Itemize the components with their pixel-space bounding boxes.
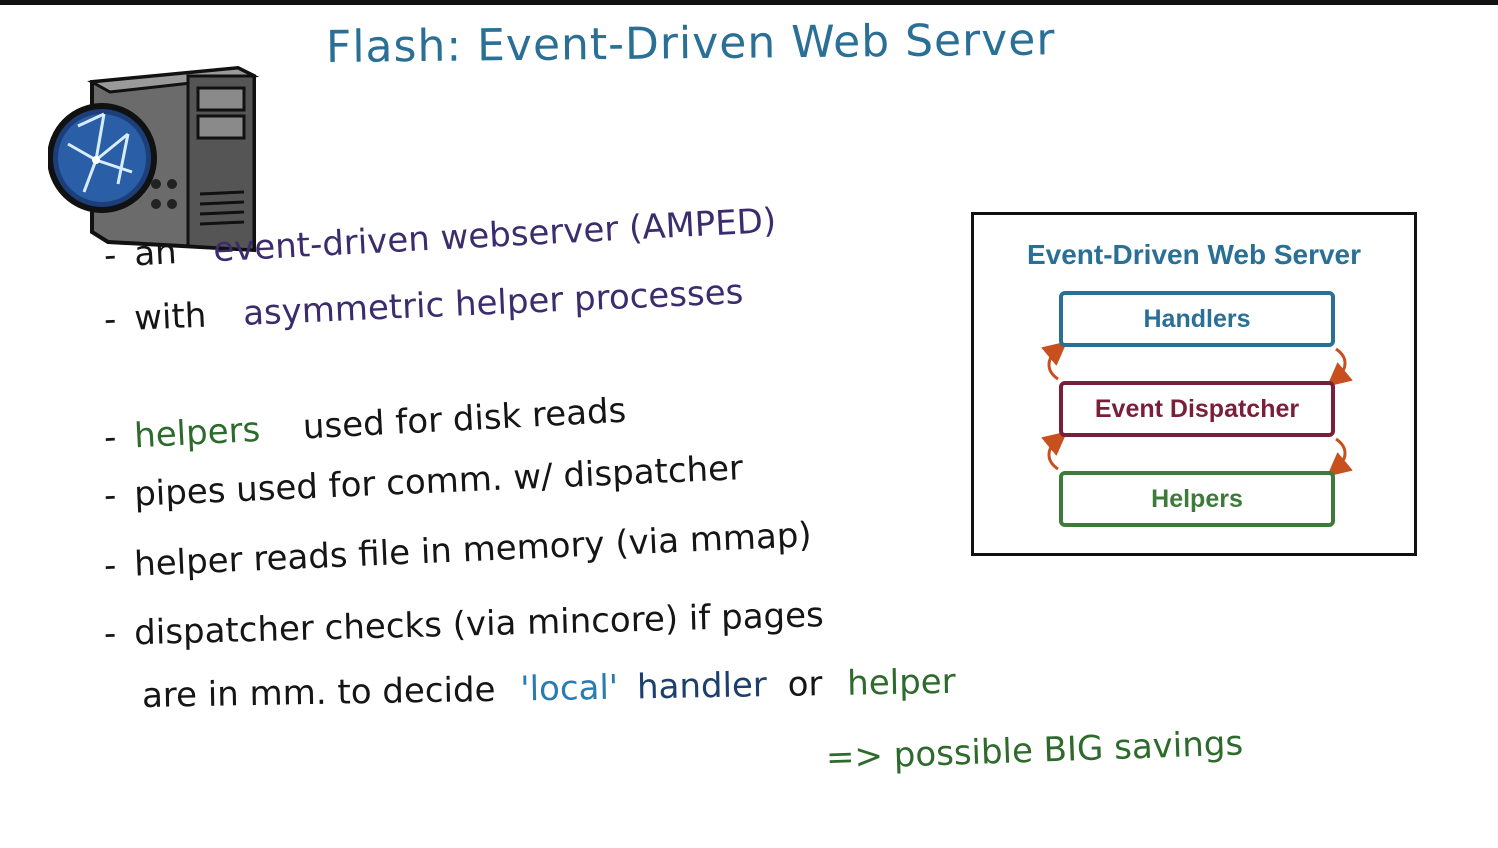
note-highlight: helpers (133, 409, 262, 457)
note-highlight: asymmetric helper processes (242, 272, 745, 334)
note-line-7: are in mm. to decide 'local' handler or … (142, 662, 956, 716)
note-rest: used for disk reads (301, 390, 628, 448)
note-lead: with (133, 295, 208, 339)
server-tower-icon (48, 65, 260, 253)
handlers-box: Handlers (1059, 291, 1335, 347)
note-or: or (787, 664, 823, 705)
note-line-2: -with asymmetric helper processes (103, 272, 744, 340)
arrow-dispatcher-to-handlers (1041, 341, 1068, 381)
bullet-dash: - (103, 299, 118, 340)
top-border (0, 0, 1498, 5)
bullet-dash: - (102, 235, 118, 276)
note-line-6: -dispatcher checks (via mincore) if page… (103, 595, 824, 654)
slide-title: Flash: Event-Driven Web Server (325, 14, 1056, 73)
arrow-helpers-to-dispatcher (1041, 431, 1068, 471)
event-dispatcher-box: Event Dispatcher (1059, 381, 1335, 437)
note-lead: an (133, 232, 178, 275)
note-text: dispatcher checks (via mincore) if pages (133, 595, 825, 654)
bullet-dash: - (102, 417, 118, 458)
note-highlight: event-driven webserver (AMPED) (212, 200, 778, 271)
note-text: => possible BIG savings (825, 723, 1244, 778)
note-line-3: -helpers used for disk reads (103, 391, 627, 458)
note-helper: helper (846, 661, 956, 704)
note-text: are in mm. to decide (141, 669, 496, 716)
note-handler: handler (636, 665, 768, 708)
note-line-8: => possible BIG savings (825, 723, 1243, 778)
arrow-dispatcher-to-helpers (1326, 437, 1353, 477)
diagram-title: Event-Driven Web Server (1026, 239, 1362, 270)
event-driven-diagram: Event-Driven Web Server Handlers Event D… (971, 212, 1417, 556)
arrow-handlers-to-dispatcher (1326, 347, 1353, 387)
note-line-5: -helper reads file in memory (via mmap) (103, 515, 812, 586)
note-text: pipes used for comm. w/ dispatcher (133, 448, 744, 515)
note-local: 'local' (519, 667, 619, 710)
bullet-dash: - (103, 545, 118, 586)
bullet-dash: - (103, 613, 117, 654)
diagram-arrows (1041, 341, 1353, 477)
note-text: helper reads file in memory (via mmap) (133, 515, 813, 585)
note-line-4: -pipes used for comm. w/ dispatcher (103, 448, 744, 516)
helpers-box: Helpers (1059, 471, 1335, 527)
bullet-dash: - (103, 475, 118, 516)
